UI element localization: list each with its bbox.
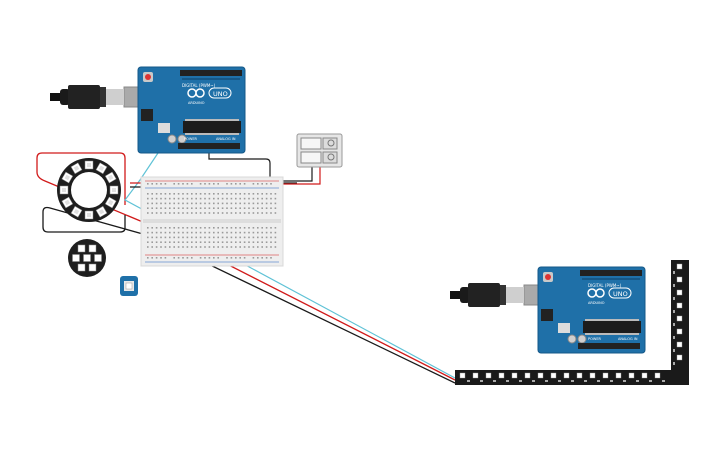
strip-led [676,276,683,283]
strip-led [524,372,531,379]
black-wire-arduino-battery[interactable] [208,153,297,184]
breadboard-holes [147,183,277,259]
ring-led [70,205,83,218]
jewel-led [83,254,91,262]
red-wire-loop[interactable] [36,152,456,381]
arduino-logo-icon: UNO ARDUINO [587,287,632,305]
jewel-led [77,263,86,272]
black-wire-battery[interactable] [275,167,313,182]
strip-led [628,372,635,379]
battery-pack[interactable] [296,133,343,168]
ring-led [59,185,69,195]
ring-led [61,171,74,184]
single-neopixel[interactable] [120,276,138,296]
strip-led [537,372,544,379]
strip-led [676,315,683,322]
ring-led [104,196,117,209]
ring-led [104,171,117,184]
strip-led [550,372,557,379]
arduino-2-header-label: DIGITAL (PWM~) [588,283,622,288]
strip-led [472,372,479,379]
strip-led [459,372,466,379]
strip-led [485,372,492,379]
arduino-1-header-label: DIGITAL (PWM~) [182,83,216,88]
jewel-leds [72,244,102,272]
strip-led [615,372,622,379]
ring-led [95,205,108,218]
arduino-uno-1[interactable]: DIGITAL (PWM~) UNO ARDUINO POWER ANALOG … [50,66,246,154]
strip-led [589,372,596,379]
strip-led [511,372,518,379]
jewel-led [88,263,97,272]
arduino-2-small-label: ARDUINO [588,301,605,305]
strip-led [676,302,683,309]
arduino-1-analog-label: ANALOG IN [216,137,236,141]
arduino-1-small-label: ARDUINO [188,101,205,105]
ring-led [61,196,74,209]
black-wire-loop[interactable] [42,206,456,384]
ring-led [95,162,108,175]
jewel-led [77,244,86,253]
arduino-1-brand: UNO [213,90,228,98]
arduino-2-analog-label: ANALOG IN [618,337,638,341]
neopixel-jewel-7[interactable] [68,239,106,277]
usb-cable-icon [50,85,145,109]
strip-led [676,263,683,270]
jewel-led [72,254,80,262]
strip-leds [459,263,683,382]
strip-led [602,372,609,379]
strip-led [676,289,683,296]
arduino-logo-icon: UNO ARDUINO [187,87,232,105]
arduino-1-power-label: POWER [184,137,198,141]
red-wire-battery[interactable] [275,167,321,185]
ring-led [84,210,94,220]
ring-led [109,185,119,195]
breadboard[interactable] [140,176,284,267]
strip-led [576,372,583,379]
led-strip-vertical[interactable] [671,260,689,385]
ring-leds [59,160,119,220]
usb-cable-icon [450,283,545,307]
strip-led [676,341,683,348]
strip-led [641,372,648,379]
jewel-led [88,244,97,253]
strip-led [498,372,505,379]
arduino-uno-2[interactable]: DIGITAL (PWM~) UNO ARDUINO POWER ANALOG … [450,266,646,354]
neopixel-ring-12[interactable] [57,158,121,222]
arduino-2-brand: UNO [613,290,628,298]
led-strip[interactable] [455,260,689,385]
strip-led [676,328,683,335]
ring-led [70,162,83,175]
ring-led [84,160,94,170]
jewel-led [94,254,102,262]
strip-led [676,354,683,361]
strip-led [563,372,570,379]
strip-led [654,372,661,379]
arduino-2-power-label: POWER [588,337,602,341]
